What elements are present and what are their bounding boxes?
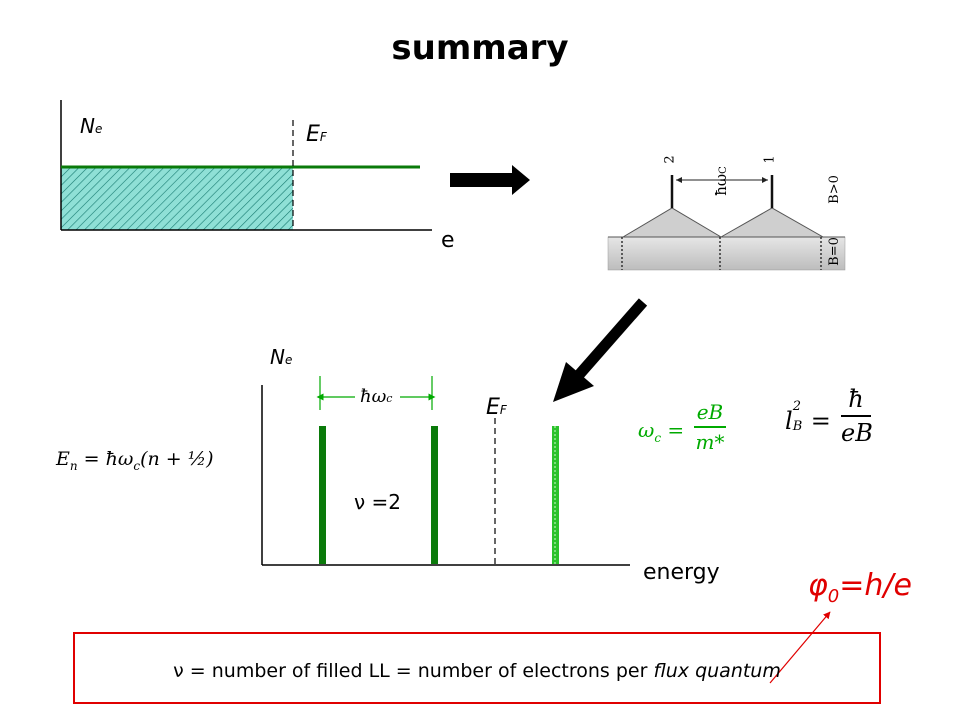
top-y-label-main: N: [80, 114, 95, 138]
bottom-y-label: Ne: [270, 345, 292, 369]
bottom-level-plot: [261, 376, 630, 566]
field-on-label: B>0: [826, 175, 842, 204]
field-off-label: B=0: [826, 237, 842, 266]
ll-spacing-sub: C: [717, 166, 729, 174]
bottom-y-label-main: N: [270, 345, 285, 369]
bottom-spacing-sub: c: [386, 392, 393, 405]
eq-wc-den: m*: [695, 430, 725, 454]
top-y-label: Ne: [80, 114, 102, 138]
energy-level-equation: En = ħωc(n + ½): [56, 448, 214, 473]
ll-spacing-main: ħω: [711, 173, 730, 196]
ll-label-1: 1: [762, 155, 778, 164]
bottom-fermi-label: EF: [486, 395, 507, 420]
eq-en-tail: (n + ½): [140, 448, 214, 470]
eq-wc-num: eB: [696, 400, 724, 424]
bottom-fermi-sub: F: [499, 403, 507, 417]
phi-symbol: φ: [808, 568, 828, 603]
top-fermi-sub: F: [319, 130, 327, 144]
eq-lb-lhs: l: [785, 407, 793, 435]
filled-states-region: [61, 168, 293, 230]
top-y-label-sub: e: [94, 122, 103, 136]
bottom-fermi-main: E: [486, 395, 500, 420]
top-x-label: e: [441, 228, 455, 253]
eq-lb-den: eB: [841, 419, 873, 447]
bottom-x-label: energy: [643, 560, 720, 585]
top-fermi-label: EF: [306, 122, 327, 147]
eq-en-lhs: E: [56, 448, 70, 470]
slide-title: summary: [391, 28, 569, 68]
landau-level-figure: [607, 175, 846, 271]
flux-quantum-label: φ0=h/e: [808, 568, 912, 607]
definition-text: ν = number of filled LL = number of elec…: [73, 660, 881, 682]
eq-en-rhs: = ħω: [83, 448, 134, 470]
ll-spacing-label: ħωC: [712, 166, 730, 196]
eq-lb-sub: B: [792, 419, 803, 434]
right-arrow-icon: [450, 165, 530, 195]
phi-rhs: =h/e: [839, 568, 912, 603]
top-density-plot: [60, 100, 432, 231]
definition-emphasis: flux quantum: [653, 660, 781, 682]
bottom-y-label-sub: e: [284, 353, 293, 367]
flux-pointer-arrow: [769, 611, 831, 684]
phi-sub: 0: [827, 586, 840, 607]
eq-wc-sub: c: [654, 431, 662, 445]
bottom-spacing-label: ħωc: [360, 386, 392, 407]
landau-level-1: [431, 426, 438, 564]
definition-prefix: ν = number of filled LL = number of elec…: [173, 660, 654, 682]
eq-lb-sup: 2: [792, 399, 801, 414]
eq-wc-lhs: ω: [638, 418, 655, 442]
eq-en-sub: n: [69, 458, 78, 473]
diagonal-arrow-icon: [553, 298, 648, 402]
filling-label: ν =2: [354, 490, 402, 514]
ll-label-2: 2: [662, 155, 678, 164]
eq-en-rhs-sub: c: [133, 458, 141, 473]
top-fermi-main: E: [306, 122, 320, 147]
landau-level-0: [319, 426, 326, 564]
bottom-spacing-main: ħω: [360, 386, 387, 407]
definition-box: [73, 632, 881, 704]
eq-lb-num: ħ: [848, 385, 864, 413]
